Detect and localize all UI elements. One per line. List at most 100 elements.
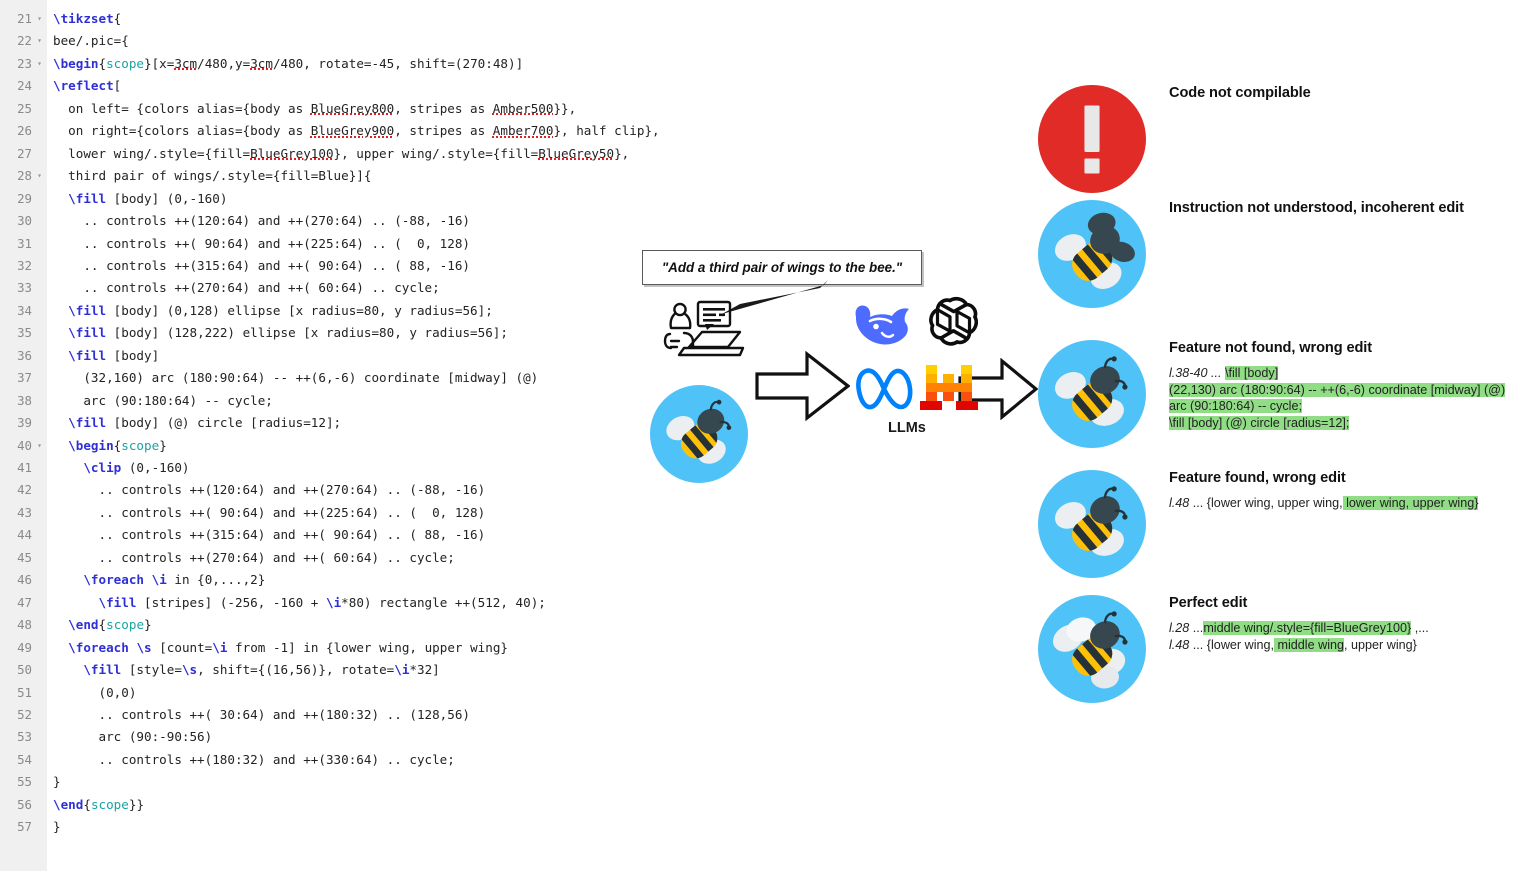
code-line[interactable]: 50 \fill [style=\s, shift={(16,56)}, rot… (0, 659, 660, 681)
code-line[interactable]: 24\reflect[ (0, 75, 660, 97)
line-number: 49 (17, 639, 32, 655)
code-line[interactable]: 32 .. controls ++(315:64) and ++( 90:64)… (0, 255, 660, 277)
line-number: 46 (17, 572, 32, 588)
result-detail-line: l.48 ... {lower wing, upper wing, lower … (1169, 495, 1529, 512)
code-text: .. controls ++( 90:64) and ++(225:64) ..… (53, 235, 471, 251)
code-text: \fill [body] (0,128) ellipse [x radius=8… (68, 302, 493, 318)
code-line[interactable]: 27 lower wing/.style={fill=BlueGrey100},… (0, 143, 660, 165)
line-number: 36 (17, 347, 32, 363)
deepseek-logo (855, 305, 909, 345)
code-line[interactable]: 40▾ \begin{scope} (0, 435, 660, 457)
code-text: .. controls ++(120:64) and ++(270:64) ..… (53, 213, 471, 229)
code-line[interactable]: 25 on left= {colors alias={body as BlueG… (0, 98, 660, 120)
fold-toggle-icon[interactable]: ▾ (37, 440, 42, 450)
code-editor[interactable]: 21▾\tikzset{22▾bee/.pic={23▾\begin{scope… (0, 0, 660, 894)
code-text: \end{scope} (68, 617, 152, 633)
fold-toggle-icon[interactable]: ▾ (37, 36, 42, 46)
result-detail-line: l.38-40 ... \fill [body] (1169, 365, 1529, 382)
code-line[interactable]: 37 (32,160) arc (180:90:64) -- ++(6,-6) … (0, 367, 660, 389)
highlighted-code: lower wing, upper wing} (1342, 496, 1479, 510)
code-line[interactable]: 28▾ third pair of wings/.style={fill=Blu… (0, 165, 660, 187)
fold-toggle-icon[interactable]: ▾ (37, 171, 42, 181)
code-line[interactable]: 35 \fill [body] (128,222) ellipse [x rad… (0, 322, 660, 344)
code-line[interactable]: 33 .. controls ++(270:64) and ++( 60:64)… (0, 277, 660, 299)
meta-logo (856, 368, 913, 410)
code-line[interactable]: 30 .. controls ++(120:64) and ++(270:64)… (0, 210, 660, 232)
code-line[interactable]: 38 arc (90:180:64) -- cycle; (0, 390, 660, 412)
code-line[interactable]: 45 .. controls ++(270:64) and ++( 60:64)… (0, 547, 660, 569)
line-number: 26 (17, 123, 32, 139)
highlighted-code: middle wing (1274, 637, 1345, 652)
result-title: Code not compilable (1169, 85, 1311, 101)
code-text: \begin{scope} (68, 437, 167, 453)
code-line[interactable]: 21▾\tikzset{ (0, 8, 660, 30)
code-line[interactable]: 57} (0, 816, 660, 838)
line-number: 31 (17, 235, 32, 251)
result-detail-line: arc (90:180:64) -- cycle; (1169, 398, 1529, 415)
code-line[interactable]: 31 .. controls ++( 90:64) and ++(225:64)… (0, 233, 660, 255)
result-title: Instruction not understood, incoherent e… (1169, 200, 1464, 216)
code-line[interactable]: 53 arc (90:-90:56) (0, 726, 660, 748)
line-reference: l.28 (1169, 621, 1190, 635)
line-number: 27 (17, 145, 32, 161)
code-line[interactable]: 22▾bee/.pic={ (0, 30, 660, 52)
code-line[interactable]: 54 .. controls ++(180:32) and ++(330:64)… (0, 749, 660, 771)
line-number: 39 (17, 415, 32, 431)
code-line[interactable]: 51 (0,0) (0, 682, 660, 704)
code-line[interactable]: 48 \end{scope} (0, 614, 660, 636)
line-number: 47 (17, 594, 32, 610)
code-line[interactable]: 44 .. controls ++(315:64) and ++( 90:64)… (0, 524, 660, 546)
code-text: arc (90:-90:56) (53, 729, 213, 745)
line-number: 21 (17, 11, 32, 26)
fold-toggle-icon[interactable]: ▾ (37, 14, 42, 23)
result-title: Feature found, wrong edit (1169, 470, 1346, 486)
line-number: 29 (17, 190, 32, 206)
result-title: Feature not found, wrong edit (1169, 340, 1373, 356)
line-number: 43 (17, 504, 32, 520)
arrow-right-icon-1 (755, 350, 850, 422)
mistral-logo (920, 365, 978, 410)
code-text: \fill [body] (0,-160) (68, 190, 228, 206)
bee-perfect-icon (1038, 595, 1146, 703)
callout-tail (722, 280, 828, 314)
code-line[interactable]: 47 \fill [stripes] (-256, -160 + \i*80) … (0, 592, 660, 614)
highlighted-code: middle wing/.style={fill=BlueGrey100} (1203, 621, 1412, 635)
code-line[interactable]: 56\end{scope}} (0, 794, 660, 816)
code-line[interactable]: 41 \clip (0,-160) (0, 457, 660, 479)
code-line[interactable]: 23▾\begin{scope}[x=3cm/480,y=3cm/480, ro… (0, 53, 660, 75)
result-detail: l.28 ...middle wing/.style={fill=BlueGre… (1169, 620, 1529, 653)
code-text: } (53, 774, 61, 790)
plain-code: , upper wing} (1344, 637, 1417, 652)
code-text: \fill [body] (128,222) ellipse [x radius… (68, 325, 508, 341)
line-number: 54 (17, 751, 32, 767)
highlighted-code: arc (90:180:64) -- cycle; (1169, 399, 1302, 413)
code-text: \fill [body] (@) circle [radius=12]; (68, 415, 342, 431)
result-detail-line: (22,130) arc (180:90:64) -- ++(6,-6) coo… (1169, 382, 1529, 399)
code-text: \foreach \s [count=\i from -1] in {lower… (68, 639, 508, 655)
code-text: .. controls ++(180:32) and ++(330:64) ..… (53, 751, 455, 767)
code-text: \fill [style=\s, shift={(16,56)}, rotate… (83, 662, 440, 678)
line-number: 53 (17, 729, 32, 745)
code-text: .. controls ++( 90:64) and ++(225:64) ..… (53, 504, 486, 520)
code-line[interactable]: 55} (0, 771, 660, 793)
code-line[interactable]: 42 .. controls ++(120:64) and ++(270:64)… (0, 479, 660, 501)
code-line[interactable]: 46 \foreach \i in {0,...,2} (0, 569, 660, 591)
fold-toggle-icon[interactable]: ▾ (37, 58, 42, 68)
code-line[interactable]: 49 \foreach \s [count=\i from -1] in {lo… (0, 637, 660, 659)
line-number: 34 (17, 302, 32, 318)
code-text: (0,0) (53, 684, 137, 700)
line-number: 35 (17, 325, 32, 341)
code-text: .. controls ++( 30:64) and ++(180:32) ..… (53, 706, 471, 722)
code-text: on left= {colors alias={body as BlueGrey… (53, 100, 577, 116)
code-line[interactable]: 43 .. controls ++( 90:64) and ++(225:64)… (0, 502, 660, 524)
code-line[interactable]: 39 \fill [body] (@) circle [radius=12]; (0, 412, 660, 434)
code-line[interactable]: 29 \fill [body] (0,-160) (0, 188, 660, 210)
code-line[interactable]: 52 .. controls ++( 30:64) and ++(180:32)… (0, 704, 660, 726)
prompt-callout-box: "Add a third pair of wings to the bee." (642, 250, 922, 285)
result-body: Feature not found, wrong edit l.38-40 ...… (1169, 340, 1529, 431)
code-line[interactable]: 34 \fill [body] (0,128) ellipse [x radiu… (0, 300, 660, 322)
code-text: .. controls ++(120:64) and ++(270:64) ..… (53, 482, 486, 498)
code-line[interactable]: 26 on right={colors alias={body as BlueG… (0, 120, 660, 142)
code-text: .. controls ++(270:64) and ++( 60:64) ..… (53, 549, 455, 565)
code-line[interactable]: 36 \fill [body] (0, 345, 660, 367)
